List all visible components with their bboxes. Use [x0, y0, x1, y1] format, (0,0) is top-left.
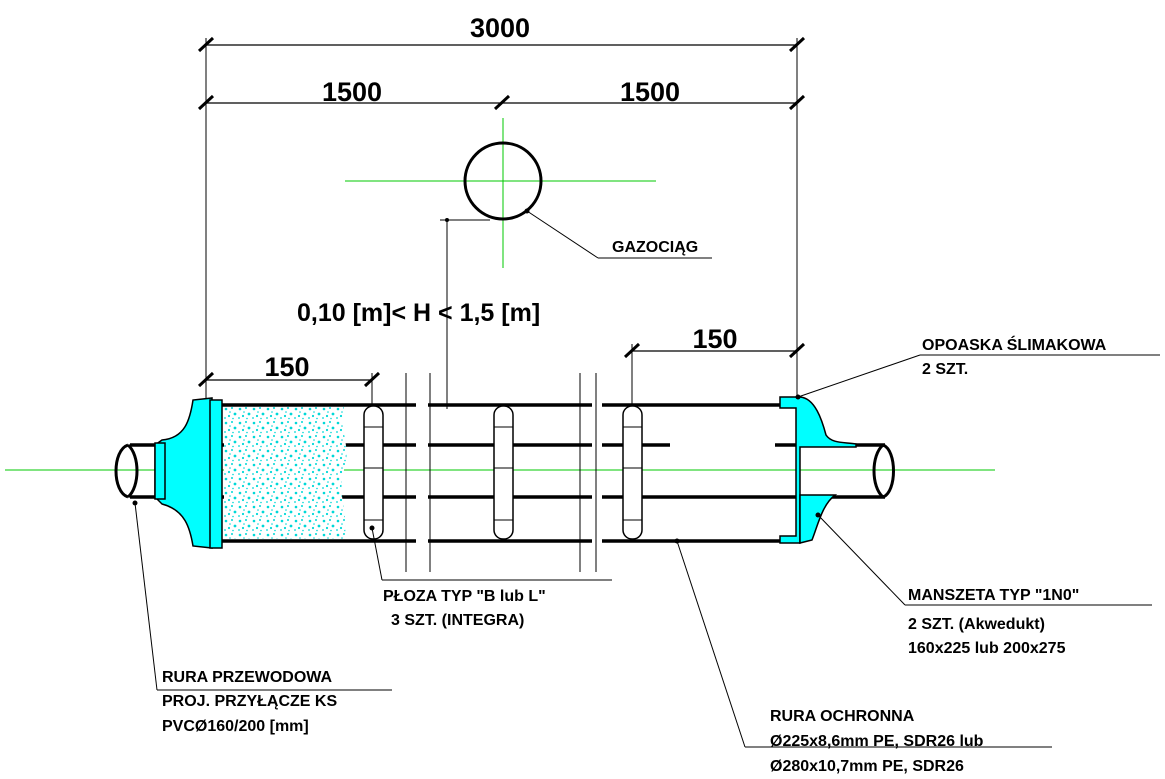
- casing-label-1: RURA OCHRONNA: [770, 708, 915, 725]
- carrier-label-1: RURA PRZEWODOWA: [162, 669, 333, 686]
- right-sleeve: [779, 396, 857, 544]
- dimension-1500-pair: 1500 1500: [197, 77, 806, 111]
- leader-casing: RURA OCHRONNA Ø225x8,6mm PE, SDR26 lub Ø…: [674, 538, 1052, 775]
- dimension-3000: 3000: [197, 13, 806, 53]
- dimension-right-offset-label: 150: [692, 324, 737, 354]
- dimension-150-left: 150: [197, 352, 381, 405]
- sleeve-label-3: 160x225 lub 200x275: [908, 640, 1066, 657]
- gas-pipe: GAZOCIĄG: [345, 118, 712, 268]
- depth-range-label: 0,10 [m]< H < 1,5 [m]: [297, 299, 540, 327]
- casing-pipe: [222, 373, 800, 572]
- skid-1: [363, 405, 384, 540]
- band-label-2: 2 SZT.: [922, 361, 968, 378]
- casing-label-3: Ø280x10,7mm PE, SDR26: [770, 758, 964, 775]
- left-sleeve: [154, 397, 223, 549]
- dimension-half-left-label: 1500: [322, 77, 382, 107]
- sleeve-label-1: MANSZETA TYP "1N0": [908, 587, 1079, 604]
- leader-carrier: RURA PRZEWODOWA PROJ. PRZYŁĄCZE KS PVCØ1…: [132, 500, 392, 735]
- dimension-left-offset-label: 150: [264, 352, 309, 382]
- skid-label-2: 3 SZT. (INTEGRA): [391, 612, 524, 629]
- casing-label-2: Ø225x8,6mm PE, SDR26 lub: [770, 733, 984, 750]
- dimension-half-right-label: 1500: [620, 77, 680, 107]
- skid-label-1: PŁOZA TYP "B lub L": [383, 588, 546, 605]
- dimension-150-right: 150: [623, 324, 806, 405]
- dimension-total-label: 3000: [470, 13, 530, 43]
- depth-dimension: 0,10 [m]< H < 1,5 [m]: [297, 218, 540, 409]
- leader-skid: PŁOZA TYP "B lub L" 3 SZT. (INTEGRA): [369, 525, 612, 629]
- sleeve-label-2: 2 SZT. (Akwedukt): [908, 616, 1045, 633]
- fill-material: [224, 407, 347, 539]
- band-label-1: OPOASKA ŚLIMAKOWA: [922, 335, 1107, 354]
- carrier-label-2: PROJ. PRZYŁĄCZE KS: [162, 693, 337, 710]
- carrier-label-3: PVCØ160/200 [mm]: [162, 718, 309, 735]
- leader-sleeve: MANSZETA TYP "1N0" 2 SZT. (Akwedukt) 160…: [815, 512, 1152, 657]
- gas-pipe-label: GAZOCIĄG: [612, 239, 698, 256]
- skid-2: [493, 405, 514, 540]
- leader-band: OPOASKA ŚLIMAKOWA 2 SZT.: [795, 335, 1160, 400]
- skid-3: [622, 405, 643, 540]
